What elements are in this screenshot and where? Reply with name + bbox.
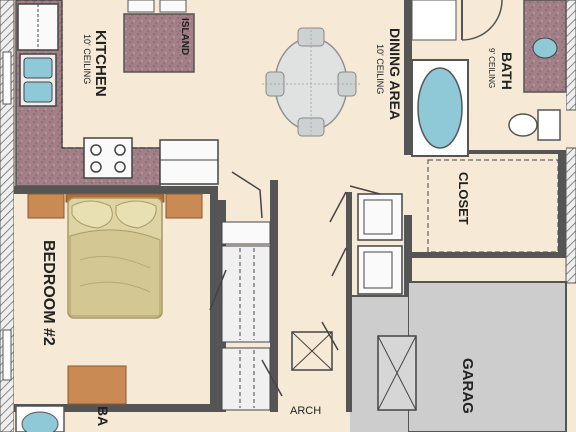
bath-ceiling: 9' CEILING <box>487 48 496 88</box>
bed <box>67 197 163 319</box>
garage <box>407 281 567 432</box>
dresser <box>67 365 127 405</box>
laundry-walls <box>321 185 381 412</box>
closet <box>412 154 566 258</box>
washer-dryer <box>357 193 403 295</box>
hvac-box <box>291 331 333 371</box>
bath2-label: BA <box>95 406 111 426</box>
dining-table <box>262 27 360 138</box>
garage-label: GARAG <box>459 358 476 414</box>
bath2-floor <box>14 412 224 432</box>
dishwasher <box>159 139 219 185</box>
nightstand-right <box>165 193 203 219</box>
kitchen-ceiling: 10' CEILING <box>82 34 92 84</box>
bedroom-label: BEDROOM #2 <box>40 240 57 346</box>
exterior-wall-right-upper <box>565 0 576 111</box>
attic-access <box>377 335 417 411</box>
arch-label: ARCH <box>290 405 321 417</box>
wall-kitchen-bedroom <box>14 186 218 194</box>
toilet <box>508 109 561 141</box>
island-label: ISLAND <box>179 18 190 55</box>
kitchen-island <box>123 13 195 73</box>
bath-door-swing <box>461 0 503 41</box>
dining-ceiling: 10' CEILING <box>375 44 385 94</box>
window-left <box>2 51 12 105</box>
linen-shelf <box>411 0 457 41</box>
dining-label: DINING AREA <box>387 28 403 120</box>
exterior-wall-right-mid <box>565 147 576 284</box>
kitchen-label: KITCHEN <box>92 30 109 97</box>
closet-label: CLOSET <box>456 172 471 225</box>
wall-bedroom-right <box>210 194 218 414</box>
vanity <box>523 0 567 93</box>
nightstand-left <box>27 193 65 219</box>
hall-closets <box>209 171 283 412</box>
stove <box>83 137 133 179</box>
wall-dining-bath <box>404 0 412 300</box>
bath-label: BATH <box>499 52 515 90</box>
window-left-lower <box>2 329 12 381</box>
